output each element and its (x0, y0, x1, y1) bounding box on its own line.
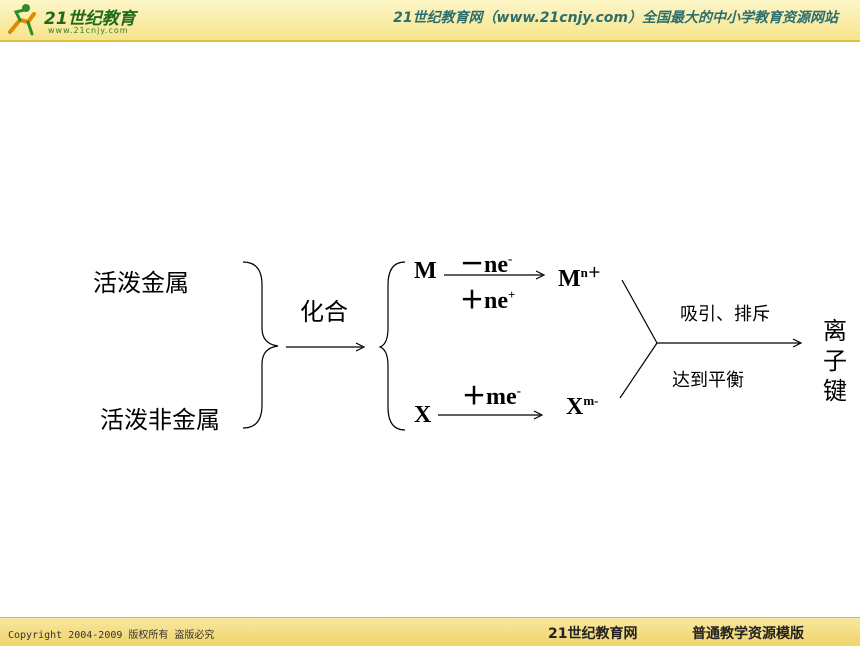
footer-bar: Copyright 2004-2009 版权所有 盗版必究 21世纪教育网 普通… (0, 617, 860, 646)
ionic-bond-char: 离 (823, 317, 847, 345)
gain-back-electrons-label: ＋ne+ (460, 287, 516, 314)
anion-converge-line (619, 342, 658, 399)
copyright-text: Copyright 2004-2009 版权所有 盗版必究 (8, 630, 215, 641)
product-brace (378, 261, 406, 431)
ionic-bond-char: 键 (823, 377, 847, 405)
anion-label: Xm- (566, 393, 599, 420)
gain-electrons-label: ＋me- (462, 383, 521, 410)
nonmetal-symbol: X (414, 402, 432, 428)
ionic-bond-char: 子 (823, 347, 847, 375)
ionic-bond-label: 离 子 键 (820, 316, 850, 406)
equilibrium-label: 达到平衡 (672, 370, 744, 391)
combine-label: 化合 (300, 298, 348, 326)
attract-repel-label: 吸引、排斥 (680, 304, 770, 325)
header-bar: 21世纪教育 www.21cnjy.com 21世纪教育网（www.21cnjy… (0, 0, 860, 42)
cation-converge-line (621, 279, 658, 344)
active-nonmetal-label: 活泼非金属 (100, 406, 220, 434)
runner-logo-icon (8, 4, 36, 36)
logo-text: 21世纪教育 (44, 9, 136, 29)
cation-label: Mn＋ (558, 265, 601, 292)
active-metal-label: 活泼金属 (93, 269, 189, 297)
metal-symbol: M (414, 258, 437, 284)
reactant-brace (242, 261, 279, 429)
logo-url: www.21cnjy.com (48, 26, 129, 35)
header-slogan: 21世纪教育网（www.21cnjy.com）全国最大的中小学教育资源网站 (393, 10, 838, 26)
site-logo[interactable]: 21世纪教育 www.21cnjy.com (4, 2, 154, 38)
lose-electrons-label: －ne- (460, 251, 513, 278)
footer-brand[interactable]: 21世纪教育网 (548, 626, 638, 642)
footer-template-name: 普通教学资源模版 (692, 626, 804, 642)
